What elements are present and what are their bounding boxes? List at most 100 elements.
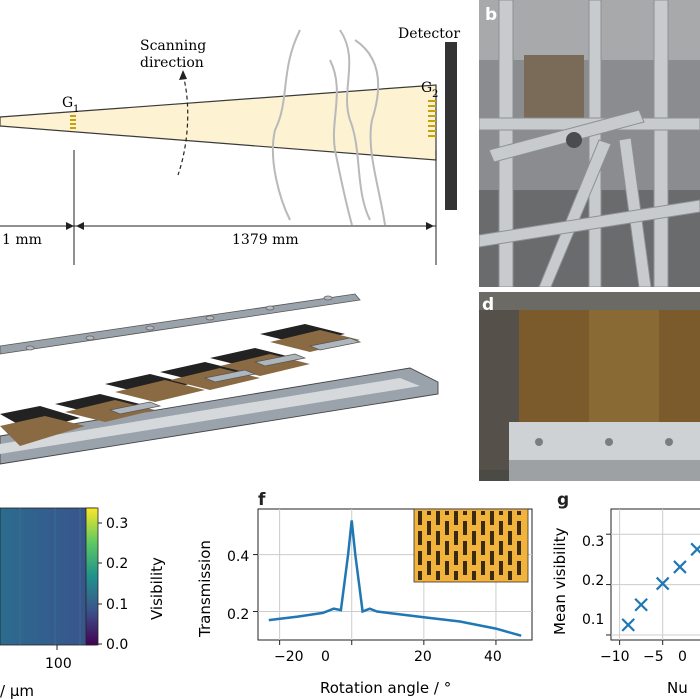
detector <box>445 42 457 210</box>
inset-slit <box>508 551 512 565</box>
inset-slit <box>436 531 440 545</box>
inset-slit <box>481 561 485 575</box>
inset-slit <box>463 521 467 535</box>
inset-slit <box>499 521 503 535</box>
inset-slit <box>418 511 422 525</box>
cb-tick-4: 0.0 <box>106 637 128 653</box>
inset-slit <box>436 571 440 580</box>
g-y-label: Mean visibility <box>551 527 569 635</box>
inset-slit <box>481 511 485 515</box>
g-y-tick-3: 0.1 <box>582 612 604 628</box>
colorbar <box>85 507 99 646</box>
f-x-tick-4: 40 <box>484 649 502 665</box>
inset-slit <box>463 561 467 575</box>
inset-slit <box>481 541 485 555</box>
e-x-tick: 100 <box>45 656 72 672</box>
inset-slit <box>445 561 449 575</box>
plot-f-frame <box>257 508 533 641</box>
inset-slit <box>517 521 521 535</box>
photo-gratings: d <box>479 292 700 481</box>
g-x-tick-2: −5 <box>643 649 664 665</box>
screw-icon <box>25 295 333 351</box>
inset-slit <box>517 561 521 575</box>
panel-b-letter: b <box>485 5 497 25</box>
inset-slit <box>427 541 431 555</box>
setup-schematic: Detector Scanning direction G 1 G 2 1 mm… <box>0 26 460 265</box>
grating-inset-image <box>413 508 529 583</box>
detector-label: Detector <box>398 26 460 42</box>
cb-tick-3: 0.1 <box>106 597 128 613</box>
inset-slit <box>490 511 494 525</box>
plot-g-markers <box>621 542 700 632</box>
inset-slit <box>454 531 458 545</box>
inset-slit <box>427 521 431 535</box>
inset-slit <box>445 541 449 555</box>
inset-slit <box>427 511 431 515</box>
inset-slit <box>472 551 476 565</box>
distance-right: 1379 mm <box>232 232 299 248</box>
inset-slit <box>436 551 440 565</box>
grating-g1-icon <box>70 115 76 129</box>
grating-assembly-drawing <box>0 293 439 465</box>
scatter-marker <box>673 560 687 574</box>
f-y-tick-2: 0.2 <box>227 607 249 623</box>
scatter-marker <box>634 597 648 612</box>
inset-slit <box>418 571 422 580</box>
g-y-tick-2: 0.2 <box>582 573 604 589</box>
g-x-label: Nu <box>667 679 688 697</box>
inset-slit <box>472 511 476 525</box>
f-x-tick-1: −20 <box>274 649 304 665</box>
colorbar-label: Visibility <box>148 557 166 620</box>
panel-g-letter: g <box>557 490 569 510</box>
f-x-label: Rotation angle / ° <box>320 679 451 697</box>
inset-slit <box>463 511 467 515</box>
inset-slit <box>472 531 476 545</box>
g2-sub: 2 <box>432 89 438 100</box>
sample-outline-icon <box>271 29 386 226</box>
g-x-tick-3: 0 <box>678 649 687 665</box>
inset-slit <box>517 511 521 515</box>
photo-setup-drawing: b <box>479 0 700 287</box>
g1-label: G <box>62 95 73 111</box>
e-x-label: / µm <box>0 682 34 700</box>
scatter-marker <box>655 576 670 591</box>
inset-slit <box>454 551 458 565</box>
g-y-tick-1: 0.3 <box>582 534 604 550</box>
inset-slit <box>517 541 521 555</box>
inset-slit <box>481 521 485 535</box>
panel-f-letter: f <box>258 490 266 510</box>
inset-slit <box>490 531 494 545</box>
visibility-map: 100 / µm 0.3 0.2 0.1 0.0 Visibility <box>0 507 166 700</box>
inset-slit <box>418 531 422 545</box>
inset-slit <box>499 541 503 555</box>
g2-label: G <box>421 80 432 96</box>
inset-slit <box>499 561 503 575</box>
scan-direction-arrow <box>177 74 189 176</box>
scan-label-2: direction <box>140 55 204 71</box>
inset-slit <box>508 511 512 525</box>
plot-g-frame <box>610 508 700 641</box>
transmission-plot: f 0.4 0.2 −20 0 20 40 Rotation angle / °… <box>196 490 533 697</box>
scatter-marker <box>621 618 636 632</box>
f-y-label: Transmission <box>196 540 214 638</box>
cb-tick-1: 0.3 <box>106 516 128 532</box>
mean-visibility-plot: g 0.3 0.2 0.1 −10 −5 0 Nu Mean visibilit… <box>551 490 700 697</box>
f-x-tick-2: 0 <box>321 649 330 665</box>
f-x-tick-3: 20 <box>414 649 432 665</box>
photo-setup: b <box>479 0 700 287</box>
inset-slit <box>490 551 494 565</box>
g1-sub: 1 <box>73 104 79 115</box>
g-x-tick-1: −10 <box>600 649 630 665</box>
scatter-marker <box>690 542 700 557</box>
grating-g2-icon <box>428 100 436 137</box>
plot-g-grid <box>606 509 700 645</box>
inset-slit <box>436 511 440 525</box>
photo-gratings-drawing: d <box>479 292 700 481</box>
inset-slit <box>508 571 512 580</box>
inset-slit <box>454 571 458 580</box>
inset-slit <box>508 531 512 545</box>
panel-d-letter: d <box>482 295 494 315</box>
inset-slit <box>445 511 449 515</box>
inset-slit <box>472 571 476 580</box>
inset-slit <box>418 551 422 565</box>
